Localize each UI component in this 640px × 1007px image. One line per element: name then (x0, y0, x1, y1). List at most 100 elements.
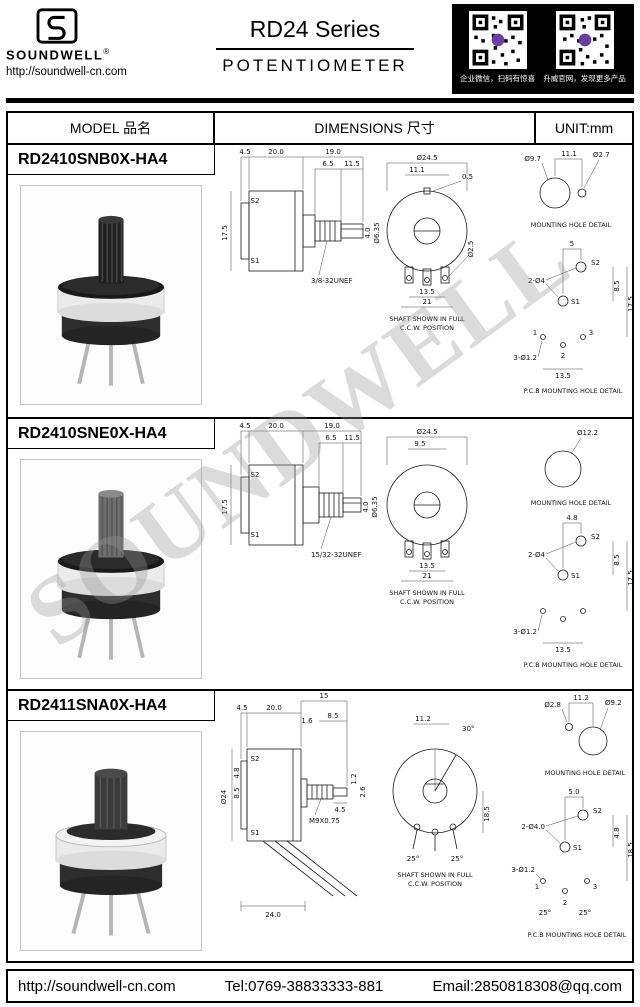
terminal-label: S2 (251, 471, 260, 479)
dim-label: 1.2 (350, 773, 358, 784)
dim-label: Ø24.5 (416, 154, 437, 162)
dim-label: 3-Ø1.2 (511, 866, 535, 874)
dim-label: 4.5 (334, 806, 345, 814)
dim-label: 8.5 (327, 712, 338, 720)
column-header-unit: UNIT:mm (554, 120, 614, 136)
terminal-label: S1 (571, 572, 580, 580)
series-title: RD24 Series (215, 16, 415, 50)
terminal-label: S2 (593, 807, 602, 815)
product-photo-frame (20, 185, 202, 405)
dim-label: Ø2.7 (593, 151, 610, 159)
dim-label: 20.0 (266, 704, 282, 712)
mounting-hole-detail-drawing: 11.1 Ø9.7 Ø2.7 MOUNTING HOLE DETAIL (524, 150, 611, 229)
detail-caption: MOUNTING HOLE DETAIL (531, 499, 612, 507)
dim-label: 8.5 (613, 554, 621, 565)
header-divider (6, 98, 634, 103)
dim-label: 13.5 (419, 562, 435, 570)
product-photo (57, 215, 165, 386)
dim-label: Ø9.2 (605, 699, 622, 707)
dim-label: 24.0 (265, 911, 281, 919)
dim-label: 19.0 (324, 422, 340, 430)
dim-label: 11.1 (409, 166, 425, 174)
dim-label: 6.5 (325, 434, 336, 442)
thread-label: 3/8-32UNEF (311, 277, 353, 285)
dim-label: 17.5 (627, 296, 635, 312)
pcb-detail-drawing: 5 S2 8.5 17.5 2-Ø4 S1 1 2 3 3-Ø1.2 13.5 (513, 240, 635, 395)
side-view-drawing: 4.5 20.0 19.0 6.5 11.5 4.0 Ø6.35 17.5 S2… (221, 422, 379, 559)
model-row-2: RD2410SNE0X-HA4 (8, 417, 635, 689)
dim-label: 0.5 (462, 173, 473, 181)
footer-email-link[interactable]: Email:2850818308@qq.com (432, 977, 622, 995)
product-photo (57, 489, 165, 660)
pcb-detail-drawing: 5.0 S2 4.8 18.5 2-Ø4.0 S1 3-Ø1.2 1 2 3 2… (511, 788, 635, 939)
spec-table: MODEL 品名 DIMENSIONS 尺寸 UNIT:mm RD2410SNB… (6, 111, 635, 963)
pin-number: 1 (533, 329, 537, 337)
dim-label: 19.0 (325, 148, 341, 156)
qr-caption-left: 企业微信，扫码有惊喜 (460, 74, 536, 83)
dim-label: 20.0 (268, 148, 284, 156)
mounting-hole-detail-drawing: 11.2 Ø2.8 Ø9.2 MOUNTING HOLE DETAIL (544, 694, 625, 777)
terminal-label: S1 (251, 531, 260, 539)
product-title: POTENTIOMETER (222, 56, 408, 75)
pcb-detail-drawing: 4.8 S2 8.5 17.5 2-Ø4 S1 3-Ø1.2 13.5 P.C.… (513, 514, 635, 669)
dim-label: 21 (423, 298, 432, 306)
qr-block-wechat: 企业微信，扫码有惊喜 (460, 11, 535, 84)
pin-number: 2 (561, 352, 565, 360)
dim-label: Ø24 (220, 789, 228, 804)
dim-label: 4.5 (239, 148, 250, 156)
qr-block-website: 升威官网，发现更多产品 (543, 11, 626, 84)
brand-name-line: SOUNDWELL® (6, 47, 178, 62)
brand-block: SOUNDWELL® http://soundwell-cn.com (6, 4, 178, 96)
dim-label: 4.0 (364, 227, 372, 238)
qr-panel: 企业微信，扫码有惊喜 升威官网， (452, 4, 634, 94)
dim-label: 5 (570, 240, 574, 248)
dim-label: 11.1 (561, 150, 577, 158)
thread-label: 15/32-32UNEF (311, 551, 361, 559)
dim-label: Ø6.35 (373, 222, 381, 243)
footer-url-link[interactable]: http://soundwell-cn.com (18, 977, 176, 995)
view-caption: C.C.W. POSITION (400, 324, 454, 332)
dim-label: Ø2.5 (467, 241, 475, 258)
dim-label: 4.5 (236, 704, 247, 712)
dim-label: 15 (320, 692, 329, 700)
dim-label: Ø24.5 (416, 428, 437, 436)
dim-label: 2-Ø4 (528, 551, 545, 559)
dim-label: Ø6.35 (371, 496, 379, 517)
dim-label: 13.5 (555, 646, 571, 654)
dim-label: 17.5 (627, 570, 635, 586)
dim-label: 11.2 (415, 715, 431, 723)
dim-label: 25° (407, 855, 419, 863)
dim-label: 6.5 (322, 160, 333, 168)
pin-number: 3 (593, 883, 597, 891)
dim-label: Ø12.2 (577, 429, 598, 437)
view-caption: SHAFT SHOWN IN FULL (397, 871, 473, 879)
dim-label: 2.6 (359, 786, 367, 798)
terminal-label: S2 (591, 533, 600, 541)
product-photo-frame (20, 731, 202, 951)
header-url-link[interactable]: http://soundwell-cn.com (6, 66, 127, 79)
dimension-drawing: 15 4.5 20.0 1.6 8.5 1.2 2.6 4.5 M9X0.75 … (220, 692, 635, 939)
model-name: RD2410SNE0X-HA4 (8, 419, 215, 449)
front-view-drawing: 11.2 30° 18.5 25° 25° SHAFT SHOWN IN FUL… (392, 715, 491, 888)
dim-label: 25° (539, 909, 551, 917)
side-view-drawing: 4.5 20.0 19.0 6.5 11.5 4.0 Ø6.35 17.5 S2… (221, 148, 381, 285)
qr-caption-right: 升威官网，发现更多产品 (543, 74, 626, 83)
column-header-model: MODEL 品名 (8, 113, 215, 143)
pin-number: 1 (535, 883, 539, 891)
terminal-label: S2 (251, 197, 260, 205)
dim-label: 3-Ø1.2 (513, 628, 537, 636)
thread-label: M9X0.75 (309, 817, 340, 825)
terminal-label: S1 (251, 829, 260, 837)
dim-label: Ø9.7 (524, 155, 541, 163)
dimension-drawing: 4.5 20.0 19.0 6.5 11.5 4.0 Ø6.35 17.5 S2… (221, 422, 635, 669)
side-view-drawing: 15 4.5 20.0 1.6 8.5 1.2 2.6 4.5 M9X0.75 … (220, 692, 367, 919)
product-photo-frame (20, 459, 202, 679)
dim-label: 30° (462, 725, 474, 733)
view-caption: C.C.W. POSITION (400, 598, 454, 606)
dim-label: 4.8 (233, 767, 241, 778)
terminal-label: S1 (573, 844, 582, 852)
dim-label: 3-Ø1.2 (513, 354, 537, 362)
page-header: SOUNDWELL® http://soundwell-cn.com RD24 … (6, 4, 634, 96)
footer-telephone: Tel:0769-38833333-881 (224, 977, 384, 995)
